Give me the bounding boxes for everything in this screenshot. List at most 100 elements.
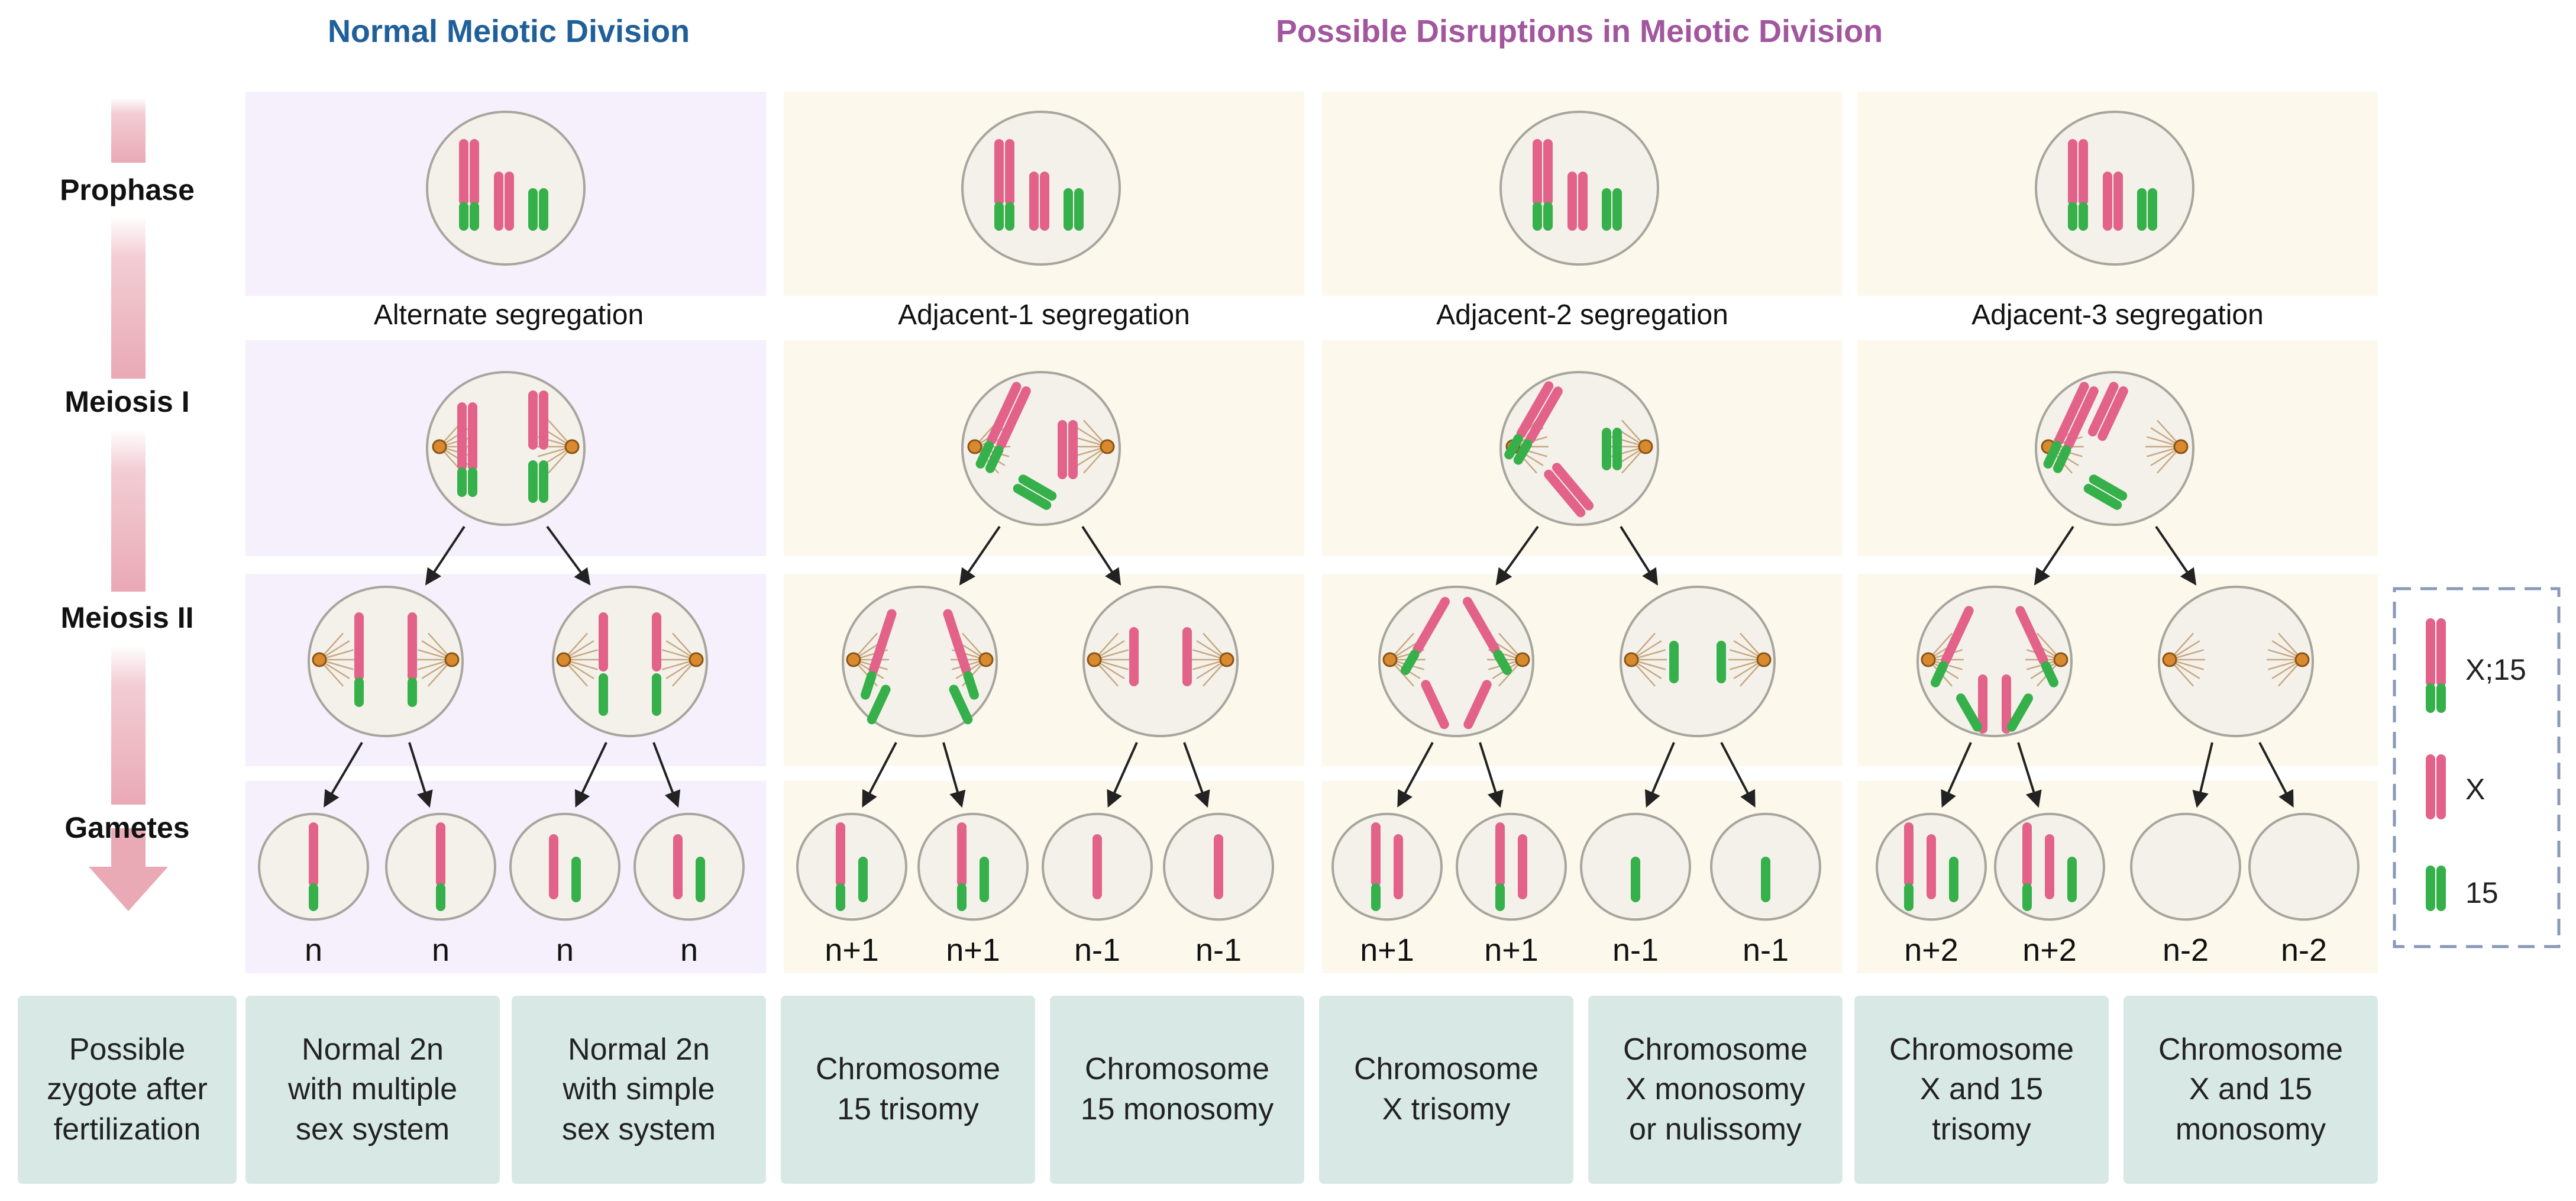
meiosis2-cell-membrane: [552, 585, 708, 738]
gamete-cell-3-1: [1994, 812, 2105, 921]
chromosome-15: [1602, 428, 1622, 470]
chromosome-15-a: [2083, 483, 2122, 510]
legend-layer: [2393, 587, 2561, 948]
flow-arrow: [2258, 742, 2294, 808]
centrosome: [1728, 632, 1772, 687]
flow-arrow: [574, 742, 607, 808]
gamete-cell-0-3: [634, 812, 745, 921]
chromosome-x15: [2043, 382, 2099, 473]
gamete-cell-membrane: [796, 812, 907, 921]
flow-arrow: [1107, 742, 1138, 808]
gamete-cell-2-2: [1580, 812, 1691, 921]
centrosome: [312, 632, 355, 687]
flow-arrow: [408, 742, 433, 808]
gamete-cell-membrane: [1331, 812, 1443, 921]
chromosome-15: [1602, 188, 1622, 231]
centrosome: [2162, 632, 2205, 687]
stage-arrow-segment: [111, 828, 146, 867]
meiosis2-cell-membrane: [1378, 585, 1534, 738]
chromosome-x15: [2068, 139, 2088, 231]
meiosis2-cell-membrane: [842, 585, 998, 738]
chromatid-15: [1717, 641, 1726, 683]
chromosome-x15: [994, 139, 1014, 231]
chromosome-x-b: [1552, 463, 1594, 511]
chromatid-x15: [1930, 606, 1974, 687]
prophase-cell-2: [1499, 110, 1659, 266]
stage-arrow-head: [89, 867, 168, 911]
chromatid-x15: [1401, 596, 1450, 675]
chromosome-15: [528, 188, 548, 231]
chromosome-x15-a: [1504, 381, 1554, 460]
gamete-chromatid-x15: [1904, 822, 1914, 911]
flow-arrow: [1720, 742, 1756, 808]
chromosome-x-a: [528, 390, 538, 450]
gamete-chromatid-x15: [1371, 822, 1381, 911]
meiosis2-cell-membrane: [2158, 585, 2314, 738]
gamete-cell-1-0: [796, 812, 907, 921]
chromosome-x15-b: [468, 402, 477, 497]
meiosis2-cell-3-1: [2158, 585, 2314, 738]
gamete-chromatid-x: [2045, 834, 2054, 899]
chromatid-x15: [861, 609, 897, 700]
chromosome-15: [528, 460, 548, 503]
chromosome-15-a: [1064, 188, 1073, 231]
chromosome-15-b: [539, 460, 548, 503]
chromosome-x: [528, 390, 548, 450]
meiosis1-cell-0: [426, 370, 586, 527]
chromosome-x-b: [2097, 386, 2128, 441]
chromosome-x-b: [539, 390, 548, 450]
flow-arrow: [2017, 742, 2042, 808]
flow-arrow: [2034, 525, 2074, 586]
gamete-chromatid-x15: [2022, 822, 2032, 911]
chromosome-15-b: [1612, 188, 1622, 231]
gamete-cell-membrane: [2130, 812, 2241, 921]
legend-chromosome-x15-b: [2436, 618, 2446, 713]
chromosome-15-b: [2089, 474, 2128, 501]
chromosome-x-b: [2113, 172, 2123, 231]
stage-arrow-segment: [111, 429, 146, 592]
meiosis2-cell-membrane: [1620, 585, 1776, 738]
chromatid-x15: [354, 612, 364, 707]
meiosis2-cell-membrane: [1916, 585, 2073, 738]
legend-chromosome-x-b: [2436, 754, 2446, 819]
chromosome-15-a: [528, 188, 538, 231]
legend-chromosome-x15: [2426, 618, 2446, 713]
gamete-cell-membrane: [2248, 812, 2360, 921]
stage-arrow-segment: [111, 98, 146, 163]
flow-arrow: [1644, 742, 1675, 808]
chromosome-x15: [1504, 381, 1563, 465]
chromosome-x15-b: [1005, 139, 1014, 231]
flow-arrow: [1495, 525, 1539, 586]
chromosome-x-b: [505, 172, 514, 231]
chromatid-15: [1669, 641, 1679, 683]
gamete-cell-2-1: [1456, 812, 1567, 921]
meiosis2-cell-0-0: [308, 585, 464, 738]
gamete-chromatid-x: [549, 834, 558, 899]
gamete-cell-membrane: [509, 812, 620, 921]
meiosis1-cell-2: [1499, 370, 1659, 527]
chromosome-x-b: [1068, 420, 1078, 479]
meiosis2-cell-membrane: [1082, 585, 1239, 738]
chromosome-15-b: [539, 188, 548, 231]
chromosome-15: [1064, 188, 1084, 231]
legend-chromosome-15: [2426, 866, 2446, 911]
meiosis2-cell-3-0: [1916, 585, 2073, 738]
chromatid-x: [1182, 627, 1192, 686]
chromosome-x15: [975, 382, 1031, 473]
meiosis2-cell-1-1: [1082, 585, 1239, 738]
gamete-chromatid-x: [1093, 834, 1102, 899]
centrosome: [2267, 632, 2310, 687]
chromatid-x15: [1463, 596, 1512, 675]
flow-arrow: [959, 525, 1001, 586]
chromosome-15-b: [2148, 188, 2157, 231]
chromosome-15-a: [528, 460, 538, 503]
chromosome-x-a: [1544, 469, 1586, 518]
centrosome: [1624, 632, 1667, 687]
gamete-cell-0-0: [258, 812, 369, 921]
flow-arrow: [546, 525, 591, 586]
flow-arrow: [1479, 742, 1504, 808]
meiosis2-cell-2-1: [1620, 585, 1776, 738]
chromosome-x: [1029, 172, 1049, 231]
chromosome-x: [494, 172, 514, 231]
chromatid-15: [1956, 693, 1982, 732]
